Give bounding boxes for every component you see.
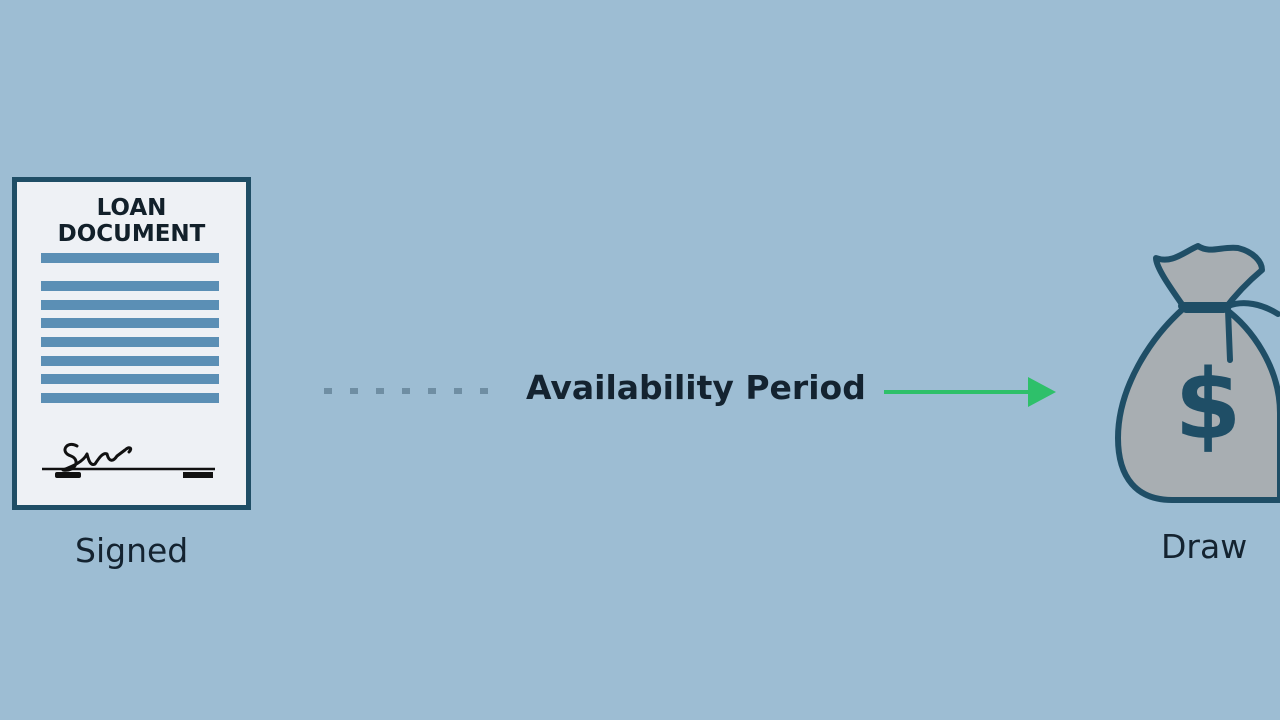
document-line: [41, 337, 219, 347]
signature-mark: [42, 442, 215, 478]
money-bag-icon: $: [1115, 243, 1280, 503]
dotted-line: [324, 388, 488, 394]
document-line: [41, 253, 219, 263]
document-text-lines: [17, 182, 246, 505]
document-line: [41, 393, 219, 403]
arrow-right-icon: [884, 377, 1056, 407]
document-line: [41, 356, 219, 366]
draw-label: Draw: [1161, 527, 1248, 566]
availability-period-label: Availability Period: [526, 368, 866, 407]
document-line: [41, 318, 219, 328]
loan-document-icon: LOAN DOCUMENT: [12, 177, 251, 510]
document-line: [41, 374, 219, 384]
document-line: [41, 300, 219, 310]
signed-label: Signed: [75, 531, 189, 570]
document-title: LOAN DOCUMENT: [57, 195, 206, 247]
dollar-symbol: $: [1175, 349, 1242, 461]
document-line: [41, 281, 219, 291]
